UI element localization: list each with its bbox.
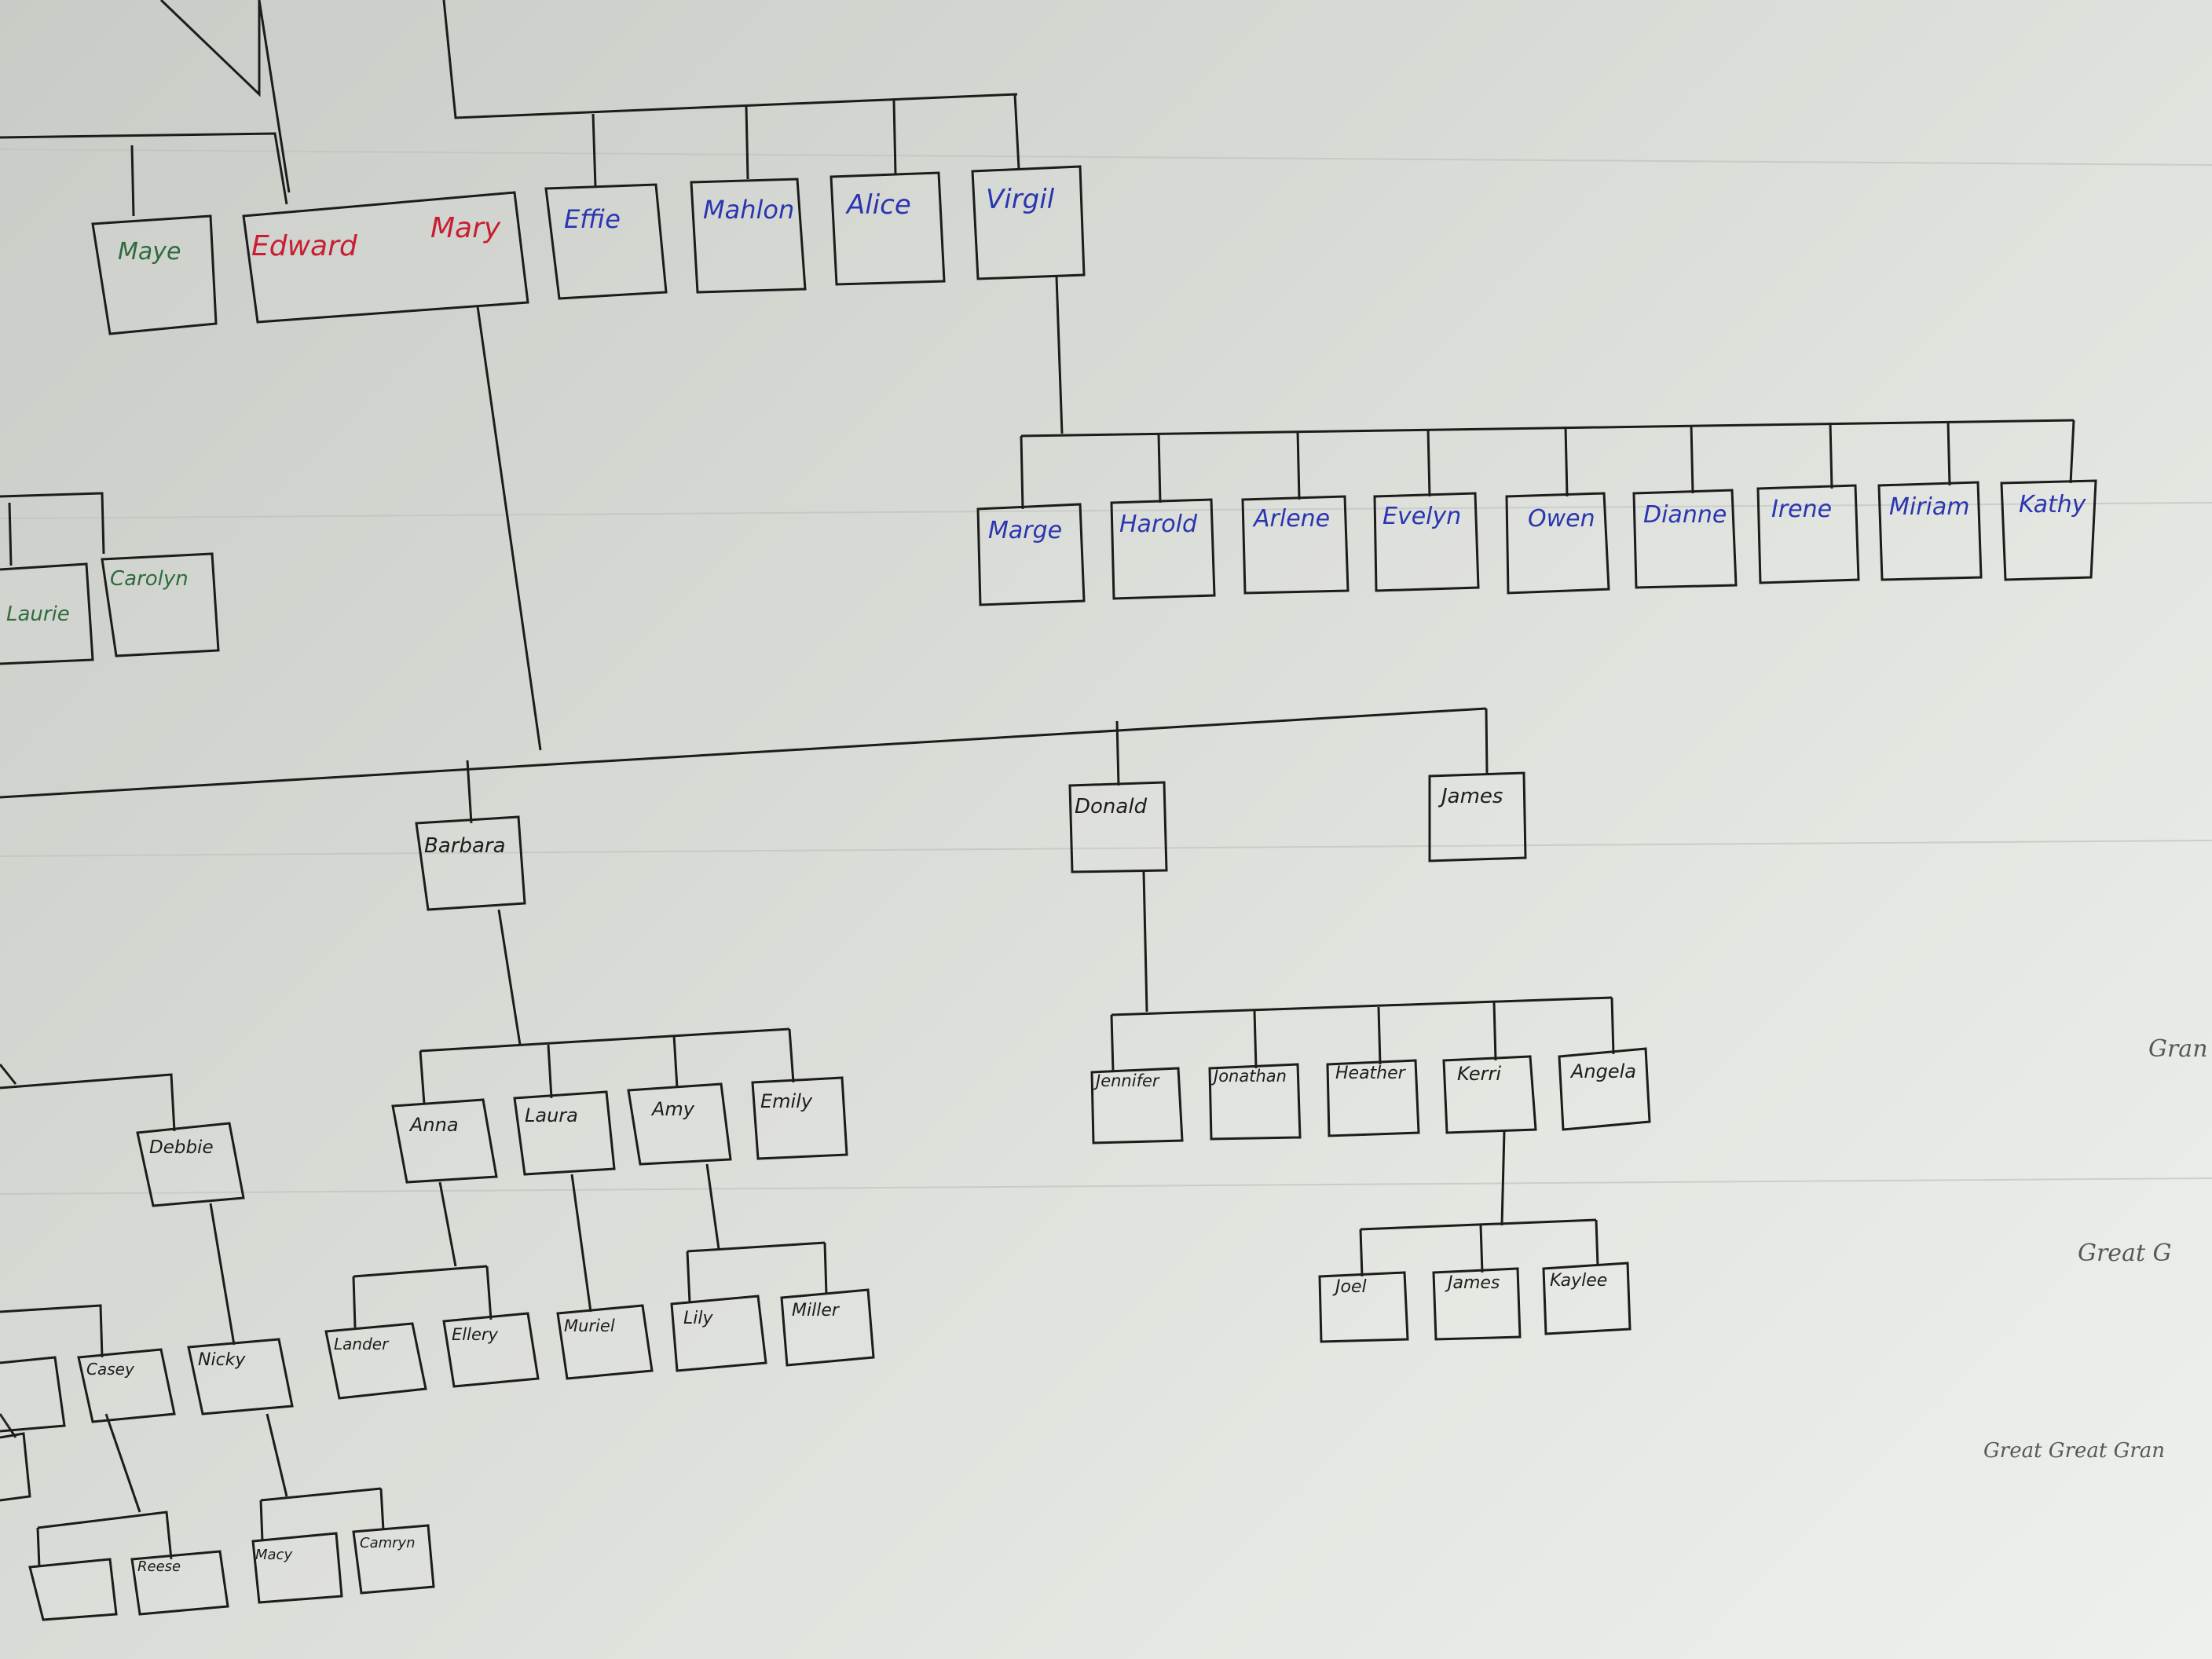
node-lily: Lily: [670, 1295, 767, 1372]
label-nicky: Nicky: [198, 1350, 246, 1370]
label-mary: Mary: [430, 212, 501, 244]
node-laura: Laura: [513, 1090, 616, 1176]
node-muriel: Muriel: [556, 1304, 654, 1380]
node-ellery: Ellery: [442, 1312, 540, 1388]
node-jennifer: Jennifer: [1090, 1067, 1184, 1144]
node-marge: Marge: [976, 503, 1086, 606]
label-mahlon: Mahlon: [703, 195, 794, 225]
node-laurie-partial: Laurie: [0, 562, 94, 665]
label-anna: Anna: [408, 1114, 459, 1136]
node-lander: Lander: [324, 1322, 427, 1400]
label-casey: Casey: [86, 1360, 135, 1379]
node-arlene: Arlene: [1241, 495, 1350, 595]
gen-label-gran: Gran: [2148, 1035, 2208, 1063]
label-irene: Irene: [1771, 496, 1832, 523]
node-kerri: Kerri: [1442, 1055, 1537, 1134]
label-james-1: James: [1437, 785, 1503, 808]
label-lily: Lily: [683, 1309, 713, 1328]
connector-lines: [0, 0, 2075, 1568]
node-unknown-left: [28, 1558, 118, 1621]
node-donald: Donald: [1068, 781, 1168, 873]
label-camryn: Camryn: [360, 1535, 416, 1551]
label-marge: Marge: [988, 517, 1062, 544]
label-evelyn: Evelyn: [1382, 503, 1461, 530]
label-kaylee: Kaylee: [1550, 1271, 1607, 1291]
node-james-2: James: [1432, 1267, 1522, 1341]
node-owen: Owen: [1505, 492, 1610, 595]
label-carolyn: Carolyn: [110, 567, 189, 591]
label-kathy: Kathy: [2019, 491, 2087, 518]
label-angela: Angela: [1569, 1060, 1636, 1082]
label-reese: Reese: [137, 1558, 181, 1575]
node-carolyn: Carolyn: [101, 552, 220, 657]
node-effie: Effie: [544, 183, 668, 300]
gen-label-great: Great G: [2078, 1240, 2172, 1267]
paper-fold-lines: [0, 148, 2212, 1195]
node-amy: Amy: [627, 1082, 732, 1166]
node-kathy: Kathy: [2000, 479, 2097, 581]
node-miller: Miller: [780, 1288, 875, 1367]
node-macy: Macy: [251, 1532, 343, 1604]
node-angela: Angela: [1558, 1047, 1651, 1131]
label-dianne: Dianne: [1643, 501, 1727, 529]
node-james-1: James: [1428, 771, 1527, 862]
node-barbara: Barbara: [415, 815, 526, 911]
label-kerri: Kerri: [1457, 1063, 1501, 1085]
node-debbie: Debbie: [136, 1122, 245, 1207]
label-barbara: Barbara: [424, 834, 506, 858]
label-ellery: Ellery: [452, 1325, 498, 1344]
node-nicky: Nicky: [187, 1338, 294, 1415]
label-amy: Amy: [650, 1098, 695, 1120]
node-jonathan: Jonathan: [1208, 1063, 1302, 1141]
node-alice: Alice: [830, 171, 946, 286]
label-laurie: Laurie: [6, 602, 70, 626]
node-dianne: Dianne: [1632, 489, 1738, 589]
label-macy: Macy: [255, 1547, 292, 1563]
node-miriam: Miriam: [1877, 481, 1983, 581]
label-harold: Harold: [1119, 511, 1198, 538]
label-emily: Emily: [760, 1090, 813, 1112]
label-alice: Alice: [845, 189, 911, 221]
person-nodes: Maye Edward Mary Effie Mahlon Alice Virg…: [0, 165, 2097, 1621]
label-miriam: Miriam: [1889, 493, 1970, 521]
label-miller: Miller: [792, 1301, 840, 1320]
node-emily: Emily: [751, 1076, 848, 1160]
label-jennifer: Jennifer: [1093, 1071, 1160, 1090]
node-heather: Heather: [1326, 1059, 1420, 1137]
node-maye: Maye: [91, 214, 218, 335]
label-virgil: Virgil: [986, 184, 1055, 215]
node-reese: Reese: [130, 1550, 229, 1616]
node-casey: Casey: [77, 1348, 176, 1423]
node-camryn: Camryn: [352, 1524, 435, 1595]
node-kaylee: Kaylee: [1542, 1262, 1632, 1335]
gen-label-great-great: Great Great Gran: [1983, 1439, 2165, 1463]
node-mahlon: Mahlon: [690, 178, 807, 294]
node-irene: Irene: [1756, 484, 1860, 584]
node-harold: Harold: [1110, 498, 1216, 600]
node-partial-left-a: [0, 1356, 66, 1433]
label-donald: Donald: [1075, 795, 1148, 819]
node-partial-left-b: [0, 1432, 31, 1502]
node-evelyn: Evelyn: [1373, 492, 1480, 592]
label-laura: Laura: [525, 1104, 578, 1126]
node-joel: Joel: [1318, 1271, 1409, 1343]
label-maye: Maye: [118, 238, 181, 266]
label-owen: Owen: [1528, 505, 1595, 533]
label-joel: Joel: [1332, 1277, 1367, 1297]
node-anna: Anna: [391, 1098, 498, 1184]
node-edward-mary: Edward Mary: [242, 191, 529, 324]
label-debbie: Debbie: [149, 1137, 214, 1158]
generation-labels: Gran Great G Great Great Gran: [1983, 1035, 2208, 1463]
label-arlene: Arlene: [1252, 505, 1330, 533]
label-lander: Lander: [334, 1335, 390, 1353]
label-edward: Edward: [251, 230, 358, 262]
label-heather: Heather: [1335, 1064, 1407, 1083]
node-virgil: Virgil: [971, 165, 1086, 280]
label-james-2: James: [1445, 1273, 1500, 1293]
label-muriel: Muriel: [564, 1317, 615, 1335]
label-effie: Effie: [564, 204, 621, 234]
label-jonathan: Jonathan: [1210, 1067, 1287, 1086]
